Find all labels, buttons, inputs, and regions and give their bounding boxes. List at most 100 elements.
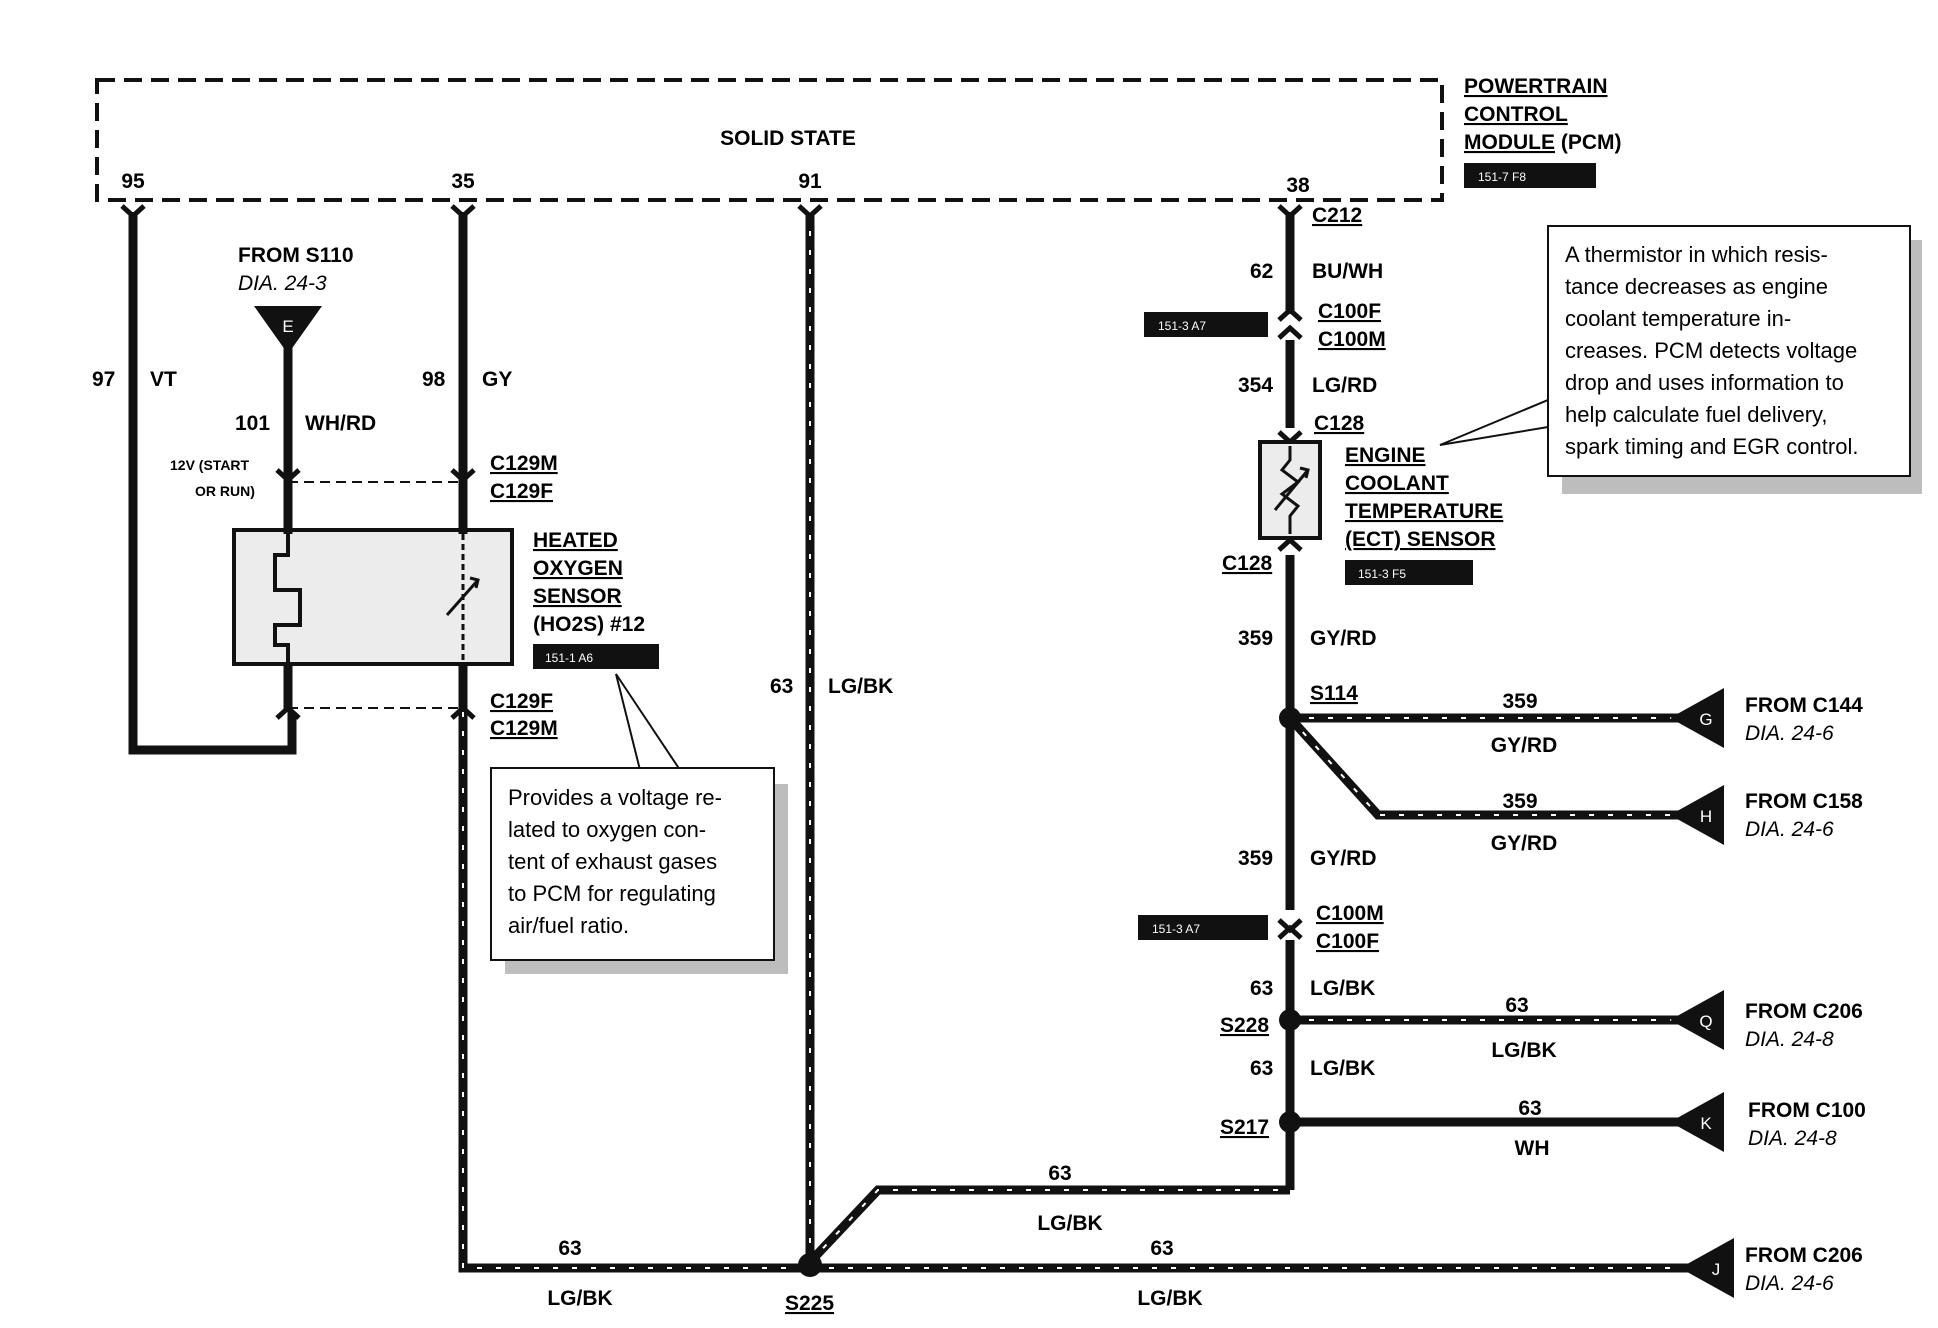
splice-s228: S228 xyxy=(1220,1014,1269,1037)
ho2s-ref-box xyxy=(533,644,659,669)
stripe-359-h xyxy=(1289,717,1680,816)
splice-s217: S217 xyxy=(1220,1116,1269,1139)
w63b-color: LG/BK xyxy=(1310,1057,1375,1080)
source-h-arrow xyxy=(1670,785,1724,845)
source-q-line1: FROM C206 xyxy=(1745,1000,1863,1023)
wires-striped xyxy=(458,212,1690,1273)
w101-color: WH/RD xyxy=(305,412,376,435)
w101-circuit: 101 xyxy=(235,412,270,435)
ref-box-2 xyxy=(1138,915,1268,940)
w359b-circuit: 359 xyxy=(1238,847,1273,870)
pin-mark-38 xyxy=(1277,204,1303,220)
c100-bot-b xyxy=(1277,924,1303,940)
w63k-color: WH xyxy=(1515,1137,1550,1160)
source-j-arrow xyxy=(1680,1238,1734,1298)
pcm-outline xyxy=(95,78,1444,202)
ho2s-note-pointer xyxy=(615,673,682,771)
pin-mark-35 xyxy=(450,204,476,220)
ect-note-box xyxy=(1547,225,1911,477)
source-g-letter: G xyxy=(1699,710,1712,729)
w354-circuit: 354 xyxy=(1238,374,1273,397)
c100-top-b xyxy=(1277,324,1303,340)
w63a-circuit: 63 xyxy=(1250,977,1273,1000)
from-s110-letter: E xyxy=(282,317,293,336)
w62-color: BU/WH xyxy=(1312,260,1383,283)
from-s110-arrow xyxy=(254,306,322,354)
ect-note-pointer xyxy=(1439,393,1561,446)
source-g-line1: FROM C144 xyxy=(1745,694,1863,717)
ect-note-line-3: coolant temperature in- xyxy=(1565,306,1791,331)
pcm-pin-35: 35 xyxy=(451,170,475,193)
source-q-letter: Q xyxy=(1699,1012,1712,1031)
ho2s-title-1: HEATED xyxy=(533,529,618,552)
c100-top xyxy=(1277,306,1303,322)
pcm-title-2: CONTROL xyxy=(1464,103,1568,126)
w63mid-circuit: 63 xyxy=(1048,1162,1071,1185)
ect-title-2: COOLANT xyxy=(1345,472,1449,495)
pin-mark-95 xyxy=(120,204,146,220)
ect-title-3: TEMPERATURE xyxy=(1345,500,1503,523)
source-j-letter: J xyxy=(1712,1260,1721,1279)
w63a-color: LG/BK xyxy=(1310,977,1375,1000)
w98-circuit: 98 xyxy=(422,368,446,391)
c100m-bot: C100M xyxy=(1316,902,1384,925)
c129m-top: C129M xyxy=(490,452,558,475)
ect-title-1: ENGINE xyxy=(1345,444,1426,467)
w63left-circuit: 63 xyxy=(558,1237,581,1260)
ho2s-title-2: OXYGEN xyxy=(533,557,623,580)
ho2s-sensor: HEATED OXYGEN SENSOR (HO2S) #12 151-1 A6 xyxy=(232,480,659,669)
stripe-63-mid xyxy=(809,1189,1290,1263)
c129f-top: C129F xyxy=(490,480,553,503)
c100f-bot: C100F xyxy=(1316,930,1379,953)
pcm-pin-38: 38 xyxy=(1286,174,1310,197)
wires-black xyxy=(128,212,1680,1190)
ect-note-line-1: A thermistor in which resis- xyxy=(1565,242,1828,267)
splices: S114 S228 S217 S225 xyxy=(785,682,1358,1315)
ect-note-line-5: drop and uses information to xyxy=(1565,370,1844,395)
pcm-pin-95: 95 xyxy=(121,170,145,193)
ect-sensor: ENGINE COOLANT TEMPERATURE (ECT) SENSOR … xyxy=(1258,440,1503,585)
from-s110-line1: FROM S110 xyxy=(238,244,354,267)
w63k-circuit: 63 xyxy=(1518,1097,1541,1120)
source-q-arrow xyxy=(1670,990,1724,1050)
sources: G FROM C144 DIA. 24-6 H FROM C158 DIA. 2… xyxy=(1670,688,1866,1298)
w63vert-circuit: 63 xyxy=(770,675,793,698)
wire-97-vt xyxy=(128,212,297,755)
w359h-circuit: 359 xyxy=(1502,790,1537,813)
wire-labels: 97 VT 98 GY 101 WH/RD 12V (START OR RUN)… xyxy=(92,260,1557,1310)
ect-ref-box xyxy=(1345,560,1473,585)
source-k-line1: FROM C100 xyxy=(1748,1099,1866,1122)
w63right-color: LG/BK xyxy=(1137,1287,1202,1310)
w63b-circuit: 63 xyxy=(1250,1057,1273,1080)
source-k-arrow xyxy=(1670,1092,1724,1152)
w63mid-color: LG/BK xyxy=(1037,1212,1102,1235)
pcm-ref-text: 151-7 F8 xyxy=(1478,170,1526,184)
c100f-top: C100F xyxy=(1318,300,1381,323)
ho2s-title-3: SENSOR xyxy=(533,585,622,608)
source-h-line2: DIA. 24-6 xyxy=(1745,818,1834,841)
c128-top: C128 xyxy=(1314,412,1365,435)
w63left-color: LG/BK xyxy=(547,1287,612,1310)
w359g-circuit: 359 xyxy=(1502,690,1537,713)
c212: C212 xyxy=(1312,204,1362,227)
source-h-letter: H xyxy=(1700,807,1712,826)
source-h-line1: FROM C158 xyxy=(1745,790,1863,813)
w359g-color: GY/RD xyxy=(1491,734,1558,757)
w97-color: VT xyxy=(150,368,177,391)
source-j-line1: FROM C206 xyxy=(1745,1244,1863,1267)
ho2s-heater-icon xyxy=(273,534,302,662)
pcm-title-3: MODULE (PCM) xyxy=(1464,131,1622,154)
from-s110: FROM S110 DIA. 24-3 E xyxy=(238,244,354,354)
w354-color: LG/RD xyxy=(1312,374,1377,397)
ect-note-callout: A thermistor in which resis- tance decre… xyxy=(1439,225,1922,494)
pcm-body-label: SOLID STATE xyxy=(720,127,856,150)
splice-s225-dot xyxy=(798,1253,822,1277)
ref-text-2: 151-3 A7 xyxy=(1152,922,1200,936)
ect-ref-text: 151-3 F5 xyxy=(1358,567,1406,581)
w63q-circuit: 63 xyxy=(1505,994,1528,1017)
splice-s114: S114 xyxy=(1310,682,1358,705)
w359a-circuit: 359 xyxy=(1238,627,1273,650)
c128-bot xyxy=(1277,536,1303,552)
pcm-module: SOLID STATE 95 35 91 38 POWERTRAIN CONTR… xyxy=(95,75,1622,202)
